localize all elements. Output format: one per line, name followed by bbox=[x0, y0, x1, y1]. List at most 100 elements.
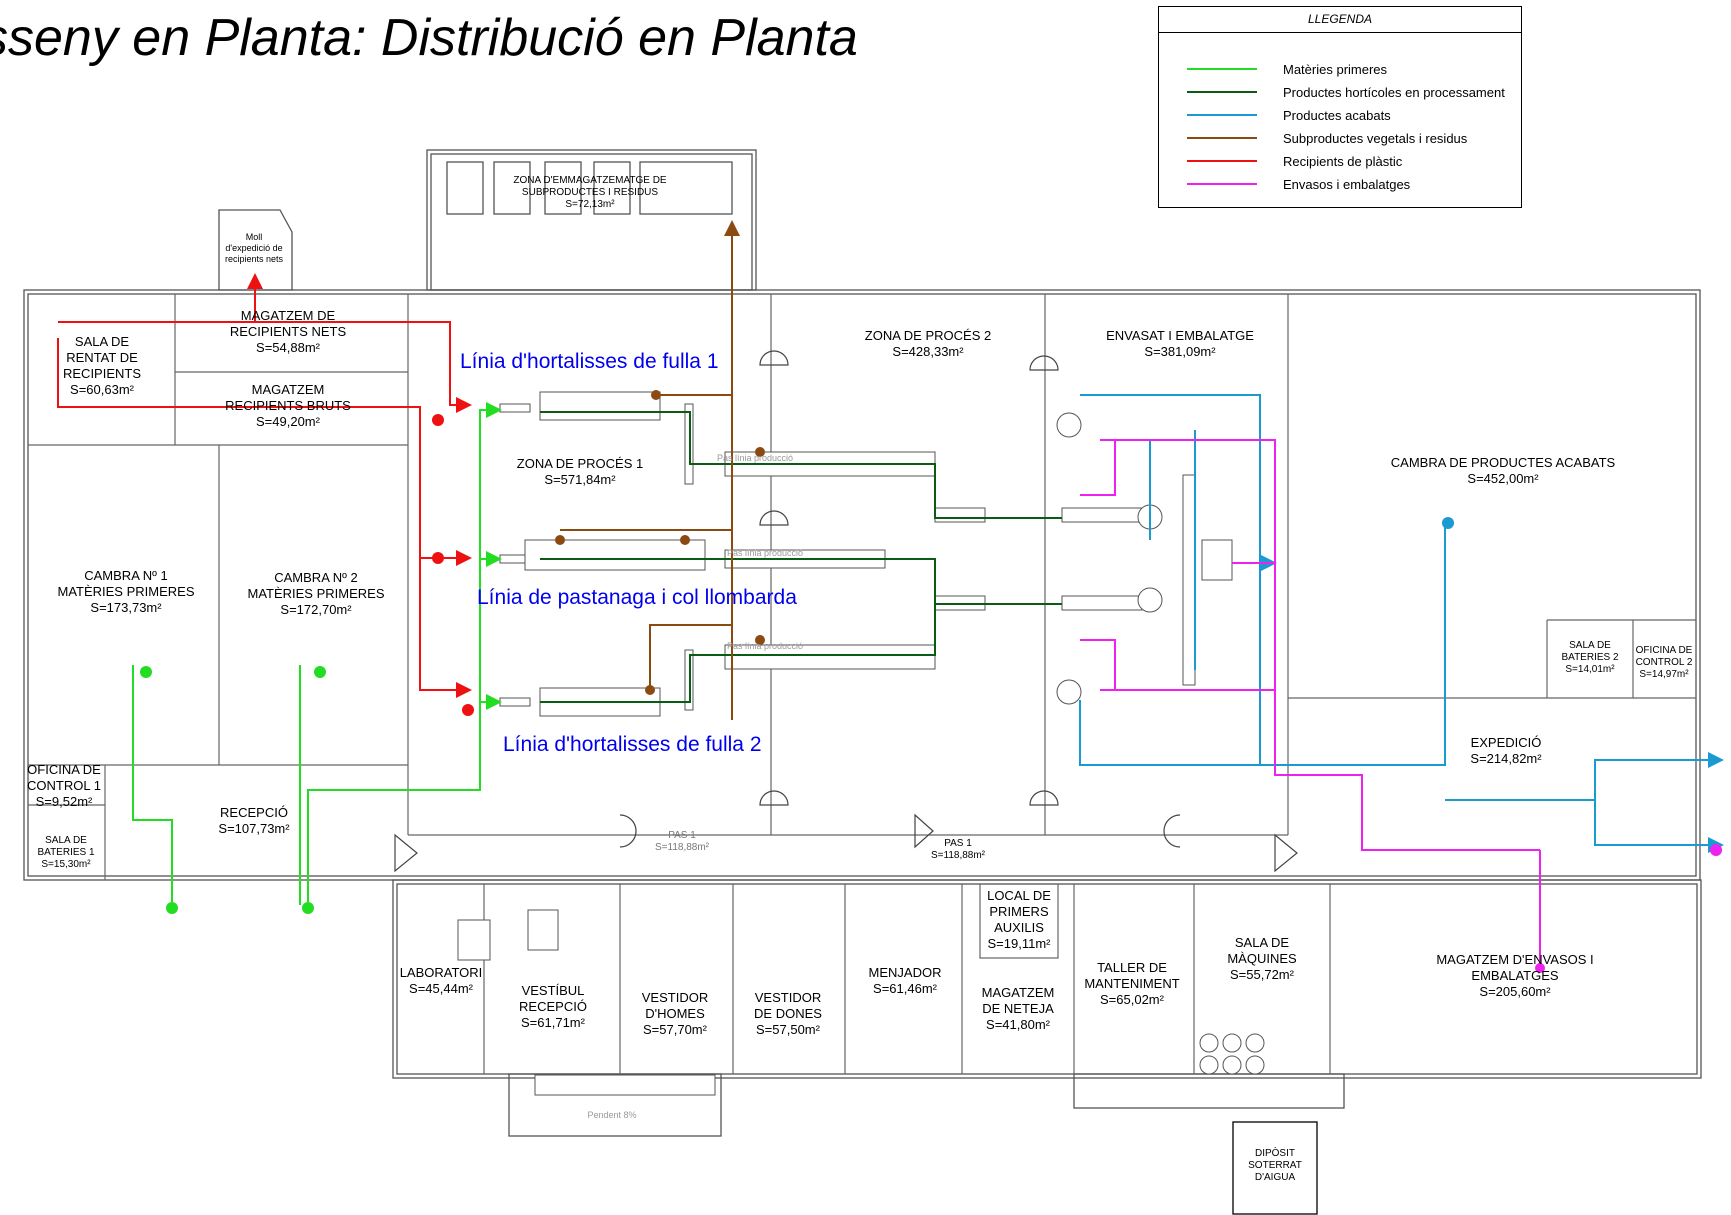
room-area: S=19,11m² bbox=[987, 936, 1051, 951]
room-area: S=381,09m² bbox=[1144, 344, 1216, 359]
page-title: sseny en Planta: Distribució en Planta bbox=[0, 9, 858, 67]
flow-processing bbox=[540, 411, 1062, 703]
room-name: SALA DE BATERIES 1 bbox=[37, 835, 95, 858]
room-name: VESTIDOR DE DONES bbox=[754, 990, 822, 1021]
room-name: OFICINA DE CONTROL 2 bbox=[1635, 645, 1693, 668]
legend-swatch bbox=[1187, 68, 1257, 70]
room-area: S=72,13m² bbox=[565, 199, 615, 210]
room-name: MAGATZEM DE RECIPIENTS NETS bbox=[229, 308, 347, 339]
legend-swatch bbox=[1187, 137, 1257, 139]
legend-title: LLEGENDA bbox=[1307, 12, 1373, 26]
legend-swatch bbox=[1187, 114, 1257, 116]
room-area: S=57,70m² bbox=[643, 1022, 707, 1037]
room-label: ZONA D'EMMAGATZEMATGE DE SUBPRODUCTES I … bbox=[513, 175, 666, 211]
room-name: ZONA D'EMMAGATZEMATGE DE SUBPRODUCTES I … bbox=[513, 175, 667, 198]
room-name: CAMBRA DE PRODUCTES ACABATS bbox=[1390, 455, 1616, 470]
room-area: S=54,88m² bbox=[256, 340, 320, 355]
legend-label: Productes acabats bbox=[1283, 107, 1391, 123]
room-area: S=428,33m² bbox=[892, 344, 964, 359]
room-label: DIPÒSIT SOTERRAT D'AIGUA bbox=[1248, 1148, 1302, 1184]
room-name: CAMBRA Nº 2 MATÈRIES PRIMERES bbox=[247, 570, 385, 601]
ramp-note: Pendent 8% bbox=[587, 1110, 637, 1120]
room-area: S=118,88m² bbox=[930, 850, 986, 861]
legend-item: Subproductes vegetals i residus bbox=[1187, 128, 1467, 148]
room-area: S=14,01m² bbox=[1565, 664, 1615, 675]
room-area: S=107,73m² bbox=[218, 821, 290, 836]
line-label-leafy-1: Línia d'hortalisses de fulla 1 bbox=[460, 350, 719, 373]
room-area: S=9,52m² bbox=[35, 794, 93, 809]
legend-swatch bbox=[1187, 183, 1257, 185]
room-name: VESTIDOR D'HOMES bbox=[641, 990, 709, 1021]
legend-swatch bbox=[1187, 91, 1257, 93]
room-name: PAS 1 bbox=[944, 838, 972, 849]
room-name: PAS 1 bbox=[668, 830, 696, 841]
legend-label: Recipients de plàstic bbox=[1283, 153, 1403, 169]
legend-divider bbox=[1159, 32, 1521, 33]
doors bbox=[394, 350, 1298, 873]
partitions bbox=[28, 294, 1696, 1074]
room-name: MAGATZEM DE NETEJA bbox=[981, 985, 1055, 1016]
room-name: ZONA DE PROCÉS 2 bbox=[864, 328, 992, 343]
room-area: S=118,88m² bbox=[654, 842, 710, 853]
room-name: LABORATORI bbox=[399, 965, 483, 980]
room-name: ENVASAT I EMBALATGE bbox=[1106, 328, 1254, 343]
flow-recipients bbox=[57, 273, 472, 698]
passage-note: Pas línia producció bbox=[716, 453, 794, 463]
flow-raw-materials bbox=[132, 402, 502, 905]
legend-item: Recipients de plàstic bbox=[1187, 151, 1402, 171]
room-area: S=45,44m² bbox=[409, 981, 473, 996]
room-name: VESTÍBUL RECEPCIÓ bbox=[519, 983, 587, 1014]
flow-raw-materials-dots bbox=[140, 666, 326, 914]
room-label: Moll d'expedició de recipients nets bbox=[225, 232, 283, 265]
room-area: S=214,82m² bbox=[1470, 751, 1542, 766]
room-area: S=14,97m² bbox=[1639, 669, 1689, 680]
room-name: RECEPCIÓ bbox=[220, 805, 288, 820]
legend-item: Productes hortícoles en processament bbox=[1187, 82, 1505, 102]
passage-note: Pas línia producció bbox=[726, 548, 804, 558]
legend: LLEGENDA Matèries primeres Productes hor… bbox=[1158, 6, 1522, 208]
legend-item: Matèries primeres bbox=[1187, 59, 1387, 79]
legend-label: Envasos i embalatges bbox=[1283, 176, 1411, 192]
room-name: MAGATZEM D'ENVASOS I EMBALATGES bbox=[1436, 952, 1594, 983]
line-label-leafy-2: Línia d'hortalisses de fulla 2 bbox=[503, 733, 762, 756]
room-name: OFICINA DE CONTROL 1 bbox=[27, 762, 101, 793]
room-area: S=61,71m² bbox=[521, 1015, 585, 1030]
flow-recipients-dots bbox=[432, 414, 474, 716]
room-area: S=41,80m² bbox=[986, 1017, 1050, 1032]
room-name: SALA DE BATERIES 2 bbox=[1561, 640, 1619, 663]
room-name: LOCAL DE PRIMERS AUXILIS bbox=[987, 888, 1051, 935]
room-area: S=15,30m² bbox=[41, 859, 91, 870]
flow-finished bbox=[1079, 394, 1724, 853]
room-name: CAMBRA Nº 1 MATÈRIES PRIMERES bbox=[57, 568, 195, 599]
room-area: S=57,50m² bbox=[756, 1022, 820, 1037]
room-name: SALA DE MÀQUINES bbox=[1227, 935, 1297, 966]
room-area: S=172,70m² bbox=[280, 602, 352, 617]
legend-label: Subproductes vegetals i residus bbox=[1283, 130, 1468, 146]
room-name: MAGATZEM RECIPIENTS BRUTS bbox=[225, 382, 351, 413]
legend-label: Matèries primeres bbox=[1283, 61, 1388, 77]
legend-label: Productes hortícoles en processament bbox=[1283, 84, 1505, 100]
